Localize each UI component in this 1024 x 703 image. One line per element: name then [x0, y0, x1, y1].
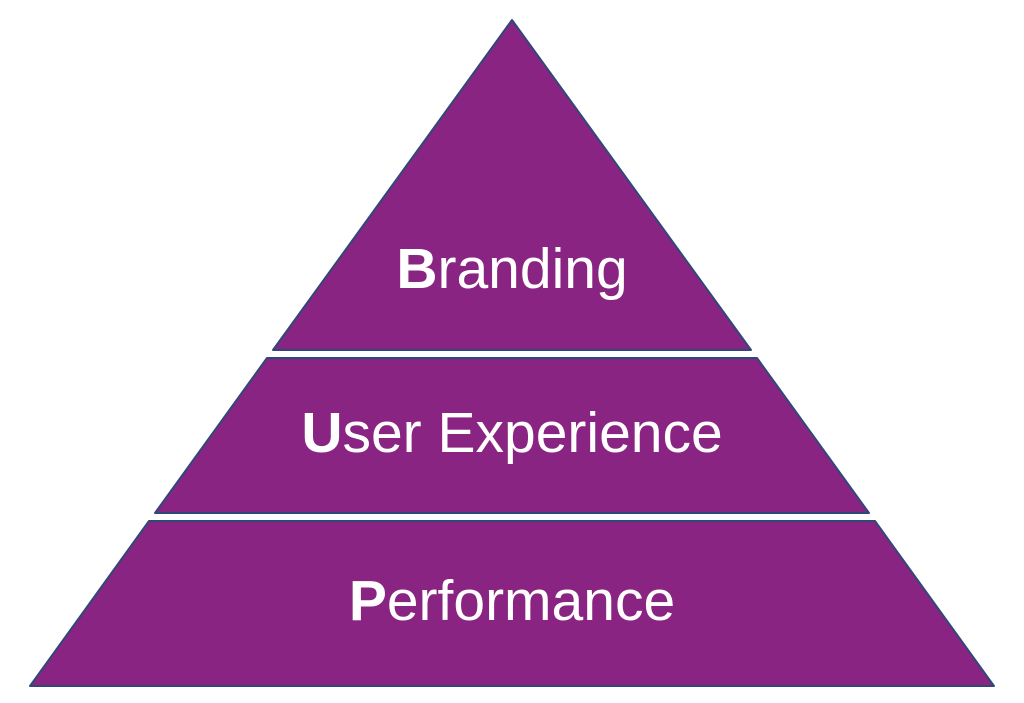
- pyramid-tier-user-experience: [154, 357, 870, 514]
- pyramid-tier-performance: [29, 520, 995, 687]
- performance-label-initial: P: [349, 569, 387, 633]
- performance-label-rest: erformance: [387, 569, 675, 633]
- branding-label-rest: randing: [438, 237, 628, 301]
- user-experience-label-initial: U: [301, 401, 342, 465]
- user-experience-label-rest: ser Experience: [342, 401, 722, 465]
- performance-label: Performance: [349, 569, 675, 633]
- user-experience-label: User Experience: [301, 401, 722, 465]
- branding-label-initial: B: [396, 237, 437, 301]
- pyramid-tier-branding: [272, 19, 752, 351]
- branding-label: Branding: [396, 237, 627, 301]
